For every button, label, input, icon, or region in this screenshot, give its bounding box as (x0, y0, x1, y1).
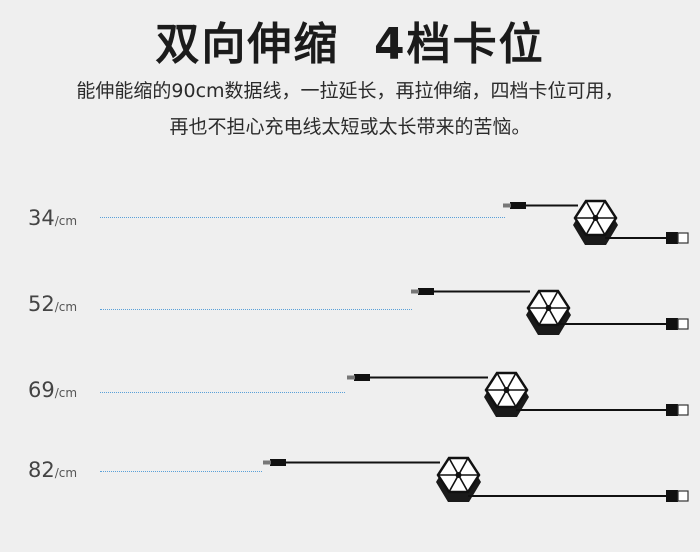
retractable-cable-icon (347, 371, 689, 417)
length-unit: /cm (54, 214, 78, 228)
length-label: 52/cm (28, 292, 77, 316)
length-value: 52 (28, 292, 55, 316)
length-row-52: 52/cm (0, 278, 700, 368)
length-unit: /cm (54, 386, 78, 400)
length-guide-line (100, 471, 262, 472)
retractable-cable-icon (411, 288, 689, 335)
length-value: 34 (28, 206, 55, 230)
length-row-82: 82/cm (0, 446, 700, 536)
length-row-34: 34/cm (0, 190, 700, 280)
length-unit: /cm (54, 466, 78, 480)
retractable-cable-icon (503, 199, 689, 245)
page-title: 双向伸缩 4档卡位 (155, 19, 545, 70)
description-line-1: 能伸能缩的90cm数据线，一拉延长，再拉伸缩，四档卡位可用， (76, 80, 624, 102)
length-guide-line (100, 309, 412, 310)
length-value: 69 (28, 378, 55, 402)
retractable-cable-icon (263, 456, 689, 502)
length-guide-line (100, 392, 345, 393)
length-label: 82/cm (28, 458, 77, 482)
length-label: 69/cm (28, 378, 77, 402)
length-label: 34/cm (28, 206, 77, 230)
length-value: 82 (28, 458, 55, 482)
description-line-2: 再也不担心充电线太短或太长带来的苦恼。 (169, 116, 531, 138)
length-guide-line (100, 217, 505, 218)
length-row-69: 69/cm (0, 366, 700, 456)
length-unit: /cm (54, 300, 78, 314)
